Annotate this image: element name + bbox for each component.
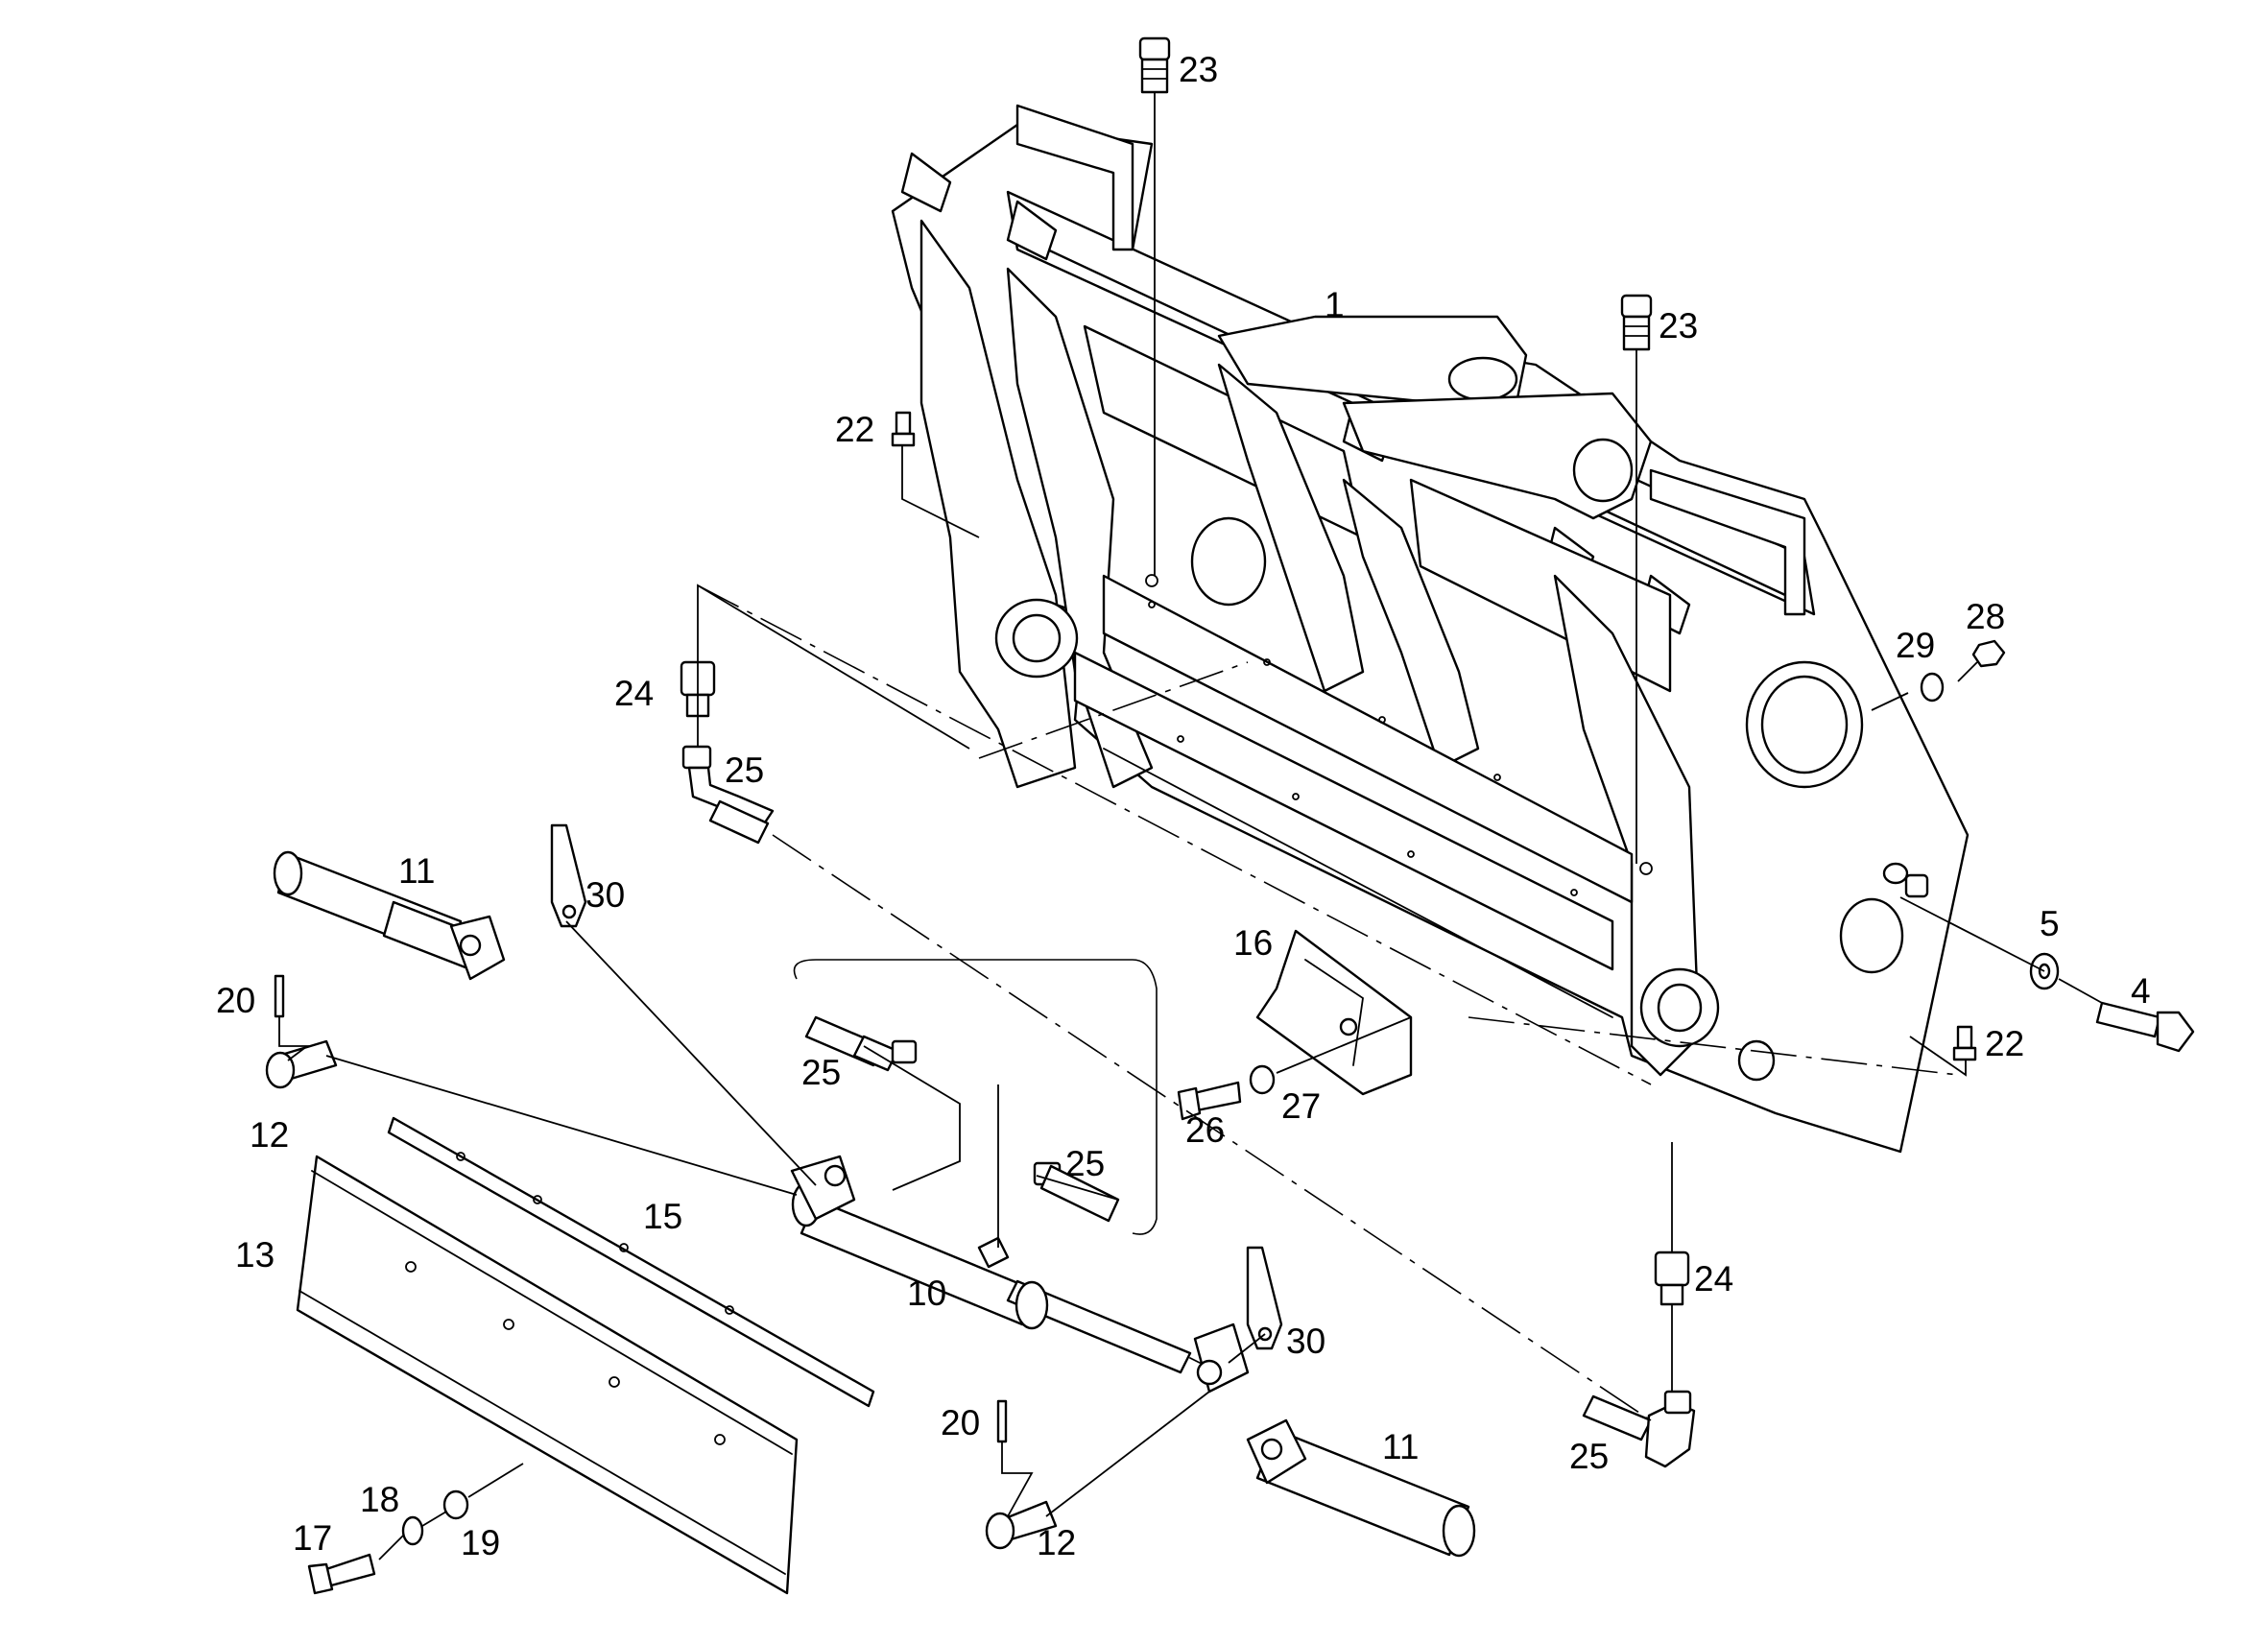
callout-27: 27 (1281, 1086, 1321, 1126)
callout-30-upper: 30 (585, 875, 625, 915)
callout-4: 4 (2131, 971, 2151, 1011)
nut-28 (1971, 639, 2006, 668)
pin-12-right (985, 1500, 1058, 1550)
callout-13: 13 (235, 1235, 275, 1275)
callout-24-left: 24 (614, 674, 654, 713)
washer-18 (401, 1515, 424, 1546)
callout-23-top: 23 (1179, 50, 1218, 89)
callout-25-middle: 25 (801, 1053, 841, 1092)
bolt-26 (1177, 1081, 1242, 1121)
callout-22-left: 22 (835, 410, 874, 449)
grease-nipple-22-left (891, 411, 916, 447)
callout-25-right: 25 (1569, 1437, 1609, 1476)
callout-26: 26 (1185, 1110, 1225, 1150)
callout-18: 18 (360, 1480, 399, 1519)
callout-15: 15 (643, 1197, 682, 1236)
grease-nipple-22-right (1952, 1025, 1977, 1061)
callout-30-lower: 30 (1286, 1322, 1325, 1361)
locking-pin-11-lower (1246, 1418, 1476, 1558)
guard-plate-13 (296, 1155, 799, 1595)
washer-19 (442, 1489, 469, 1520)
callout-25-lower: 25 (1065, 1144, 1105, 1183)
quick-coupler-frame (891, 104, 1970, 1154)
callout-29: 29 (1896, 626, 1935, 665)
callout-12-left: 12 (250, 1115, 289, 1155)
bracket-16 (1255, 929, 1413, 1096)
washer-29 (1920, 672, 1945, 703)
callout-17: 17 (293, 1518, 332, 1558)
hose-fitting-25-lower (1033, 1161, 1120, 1223)
washer-27 (1249, 1064, 1276, 1095)
callout-16: 16 (1233, 923, 1273, 963)
split-pin-20-left (274, 974, 285, 1018)
assembly-lines (278, 92, 2103, 1561)
callout-22-right: 22 (1985, 1024, 2024, 1063)
hose-fitting-25-right (1582, 1390, 1696, 1468)
callout-28: 28 (1966, 597, 2005, 636)
adapter-23-top (1138, 36, 1171, 94)
bolt-17 (307, 1553, 376, 1595)
hose-fitting-25-upper (681, 745, 775, 845)
callout-11-upper: 11 (398, 851, 435, 891)
lever-30-lower (1246, 1246, 1283, 1350)
adapter-23-right (1620, 294, 1653, 351)
callout-23-right: 23 (1659, 306, 1698, 345)
lever-30-upper (550, 823, 587, 928)
bolt-4 (2095, 1001, 2195, 1053)
callout-19: 19 (461, 1523, 500, 1562)
callout-1: 1 (1325, 285, 1345, 324)
locking-pin-11-upper (273, 850, 506, 981)
callout-11-lower: 11 (1382, 1427, 1419, 1466)
callout-12-right: 12 (1037, 1523, 1076, 1562)
callout-labels: 1 4 5 10 11 11 12 12 13 15 16 17 18 19 2… (216, 50, 2151, 1562)
guard-strip-15 (387, 1116, 875, 1408)
hose-group-outline (793, 959, 1158, 1235)
callout-5: 5 (2040, 904, 2060, 943)
grease-nipple-22-frame (1904, 873, 1929, 898)
callout-24-right: 24 (1694, 1259, 1733, 1299)
pin-12-left (265, 1039, 338, 1089)
adapter-24-right (1654, 1251, 1690, 1306)
callout-20-right: 20 (941, 1403, 980, 1442)
hydraulic-cylinder (790, 1155, 1250, 1394)
callout-20-left: 20 (216, 981, 255, 1020)
split-pin-20-right (996, 1399, 1008, 1443)
center-axes (697, 584, 1959, 1421)
callout-10: 10 (907, 1274, 946, 1313)
callout-25-upper: 25 (725, 751, 764, 790)
